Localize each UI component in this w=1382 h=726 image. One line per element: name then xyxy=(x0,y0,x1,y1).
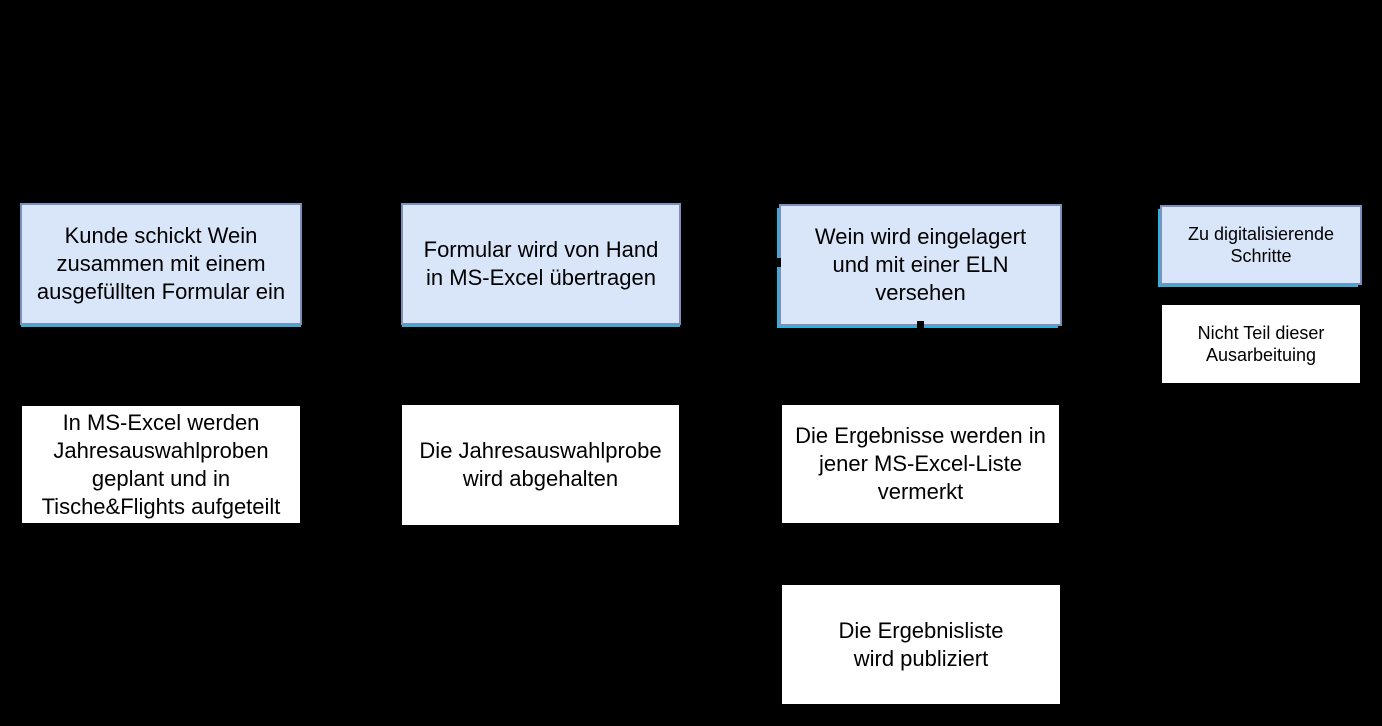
step-label: In MS-Excel werden Jahresauswahlproben g… xyxy=(41,409,281,519)
step-jahresauswahlprobe-abgehalten: Die Jahresauswahlprobe wird abgehalten xyxy=(402,405,679,525)
legend-label: Zu digitalisierende Schritte xyxy=(1187,224,1335,266)
step-label: Die Ergebnisse werden in jener MS-Excel-… xyxy=(795,423,1046,504)
legend-label: Nicht Teil dieser Ausarbeituing xyxy=(1197,323,1325,365)
step-label: Wein wird eingelagert und mit einer ELN … xyxy=(814,224,1027,305)
step-label: Die Ergebnisliste wird publiziert xyxy=(838,617,1004,671)
step-wein-eingelagert: Wein wird eingelagert und mit einer ELN … xyxy=(779,204,1062,326)
step-formular-uebertragen: Formular wird von Hand in MS-Excel übert… xyxy=(401,203,681,325)
step-ergebnisliste-publiziert: Die Ergebnisliste wird publiziert xyxy=(782,585,1060,704)
legend-digitalisierende-schritte: Zu digitalisierende Schritte xyxy=(1160,205,1362,285)
step-label: Kunde schickt Wein zusammen mit einem au… xyxy=(36,223,286,304)
step-kunde-schickt-wein: Kunde schickt Wein zusammen mit einem au… xyxy=(20,203,302,325)
step-label: Formular wird von Hand in MS-Excel übert… xyxy=(423,237,659,290)
step-label: Die Jahresauswahlprobe wird abgehalten xyxy=(419,438,662,491)
legend-nicht-teil-ausarbeitung: Nicht Teil dieser Ausarbeituing xyxy=(1162,305,1360,383)
connector-arrowhead-left xyxy=(774,258,781,267)
step-ergebnisse-vermerkt: Die Ergebnisse werden in jener MS-Excel-… xyxy=(782,405,1059,523)
step-jahresauswahlproben-geplant: In MS-Excel werden Jahresauswahlproben g… xyxy=(22,406,300,523)
connector-arrowhead-bottom xyxy=(917,321,924,329)
